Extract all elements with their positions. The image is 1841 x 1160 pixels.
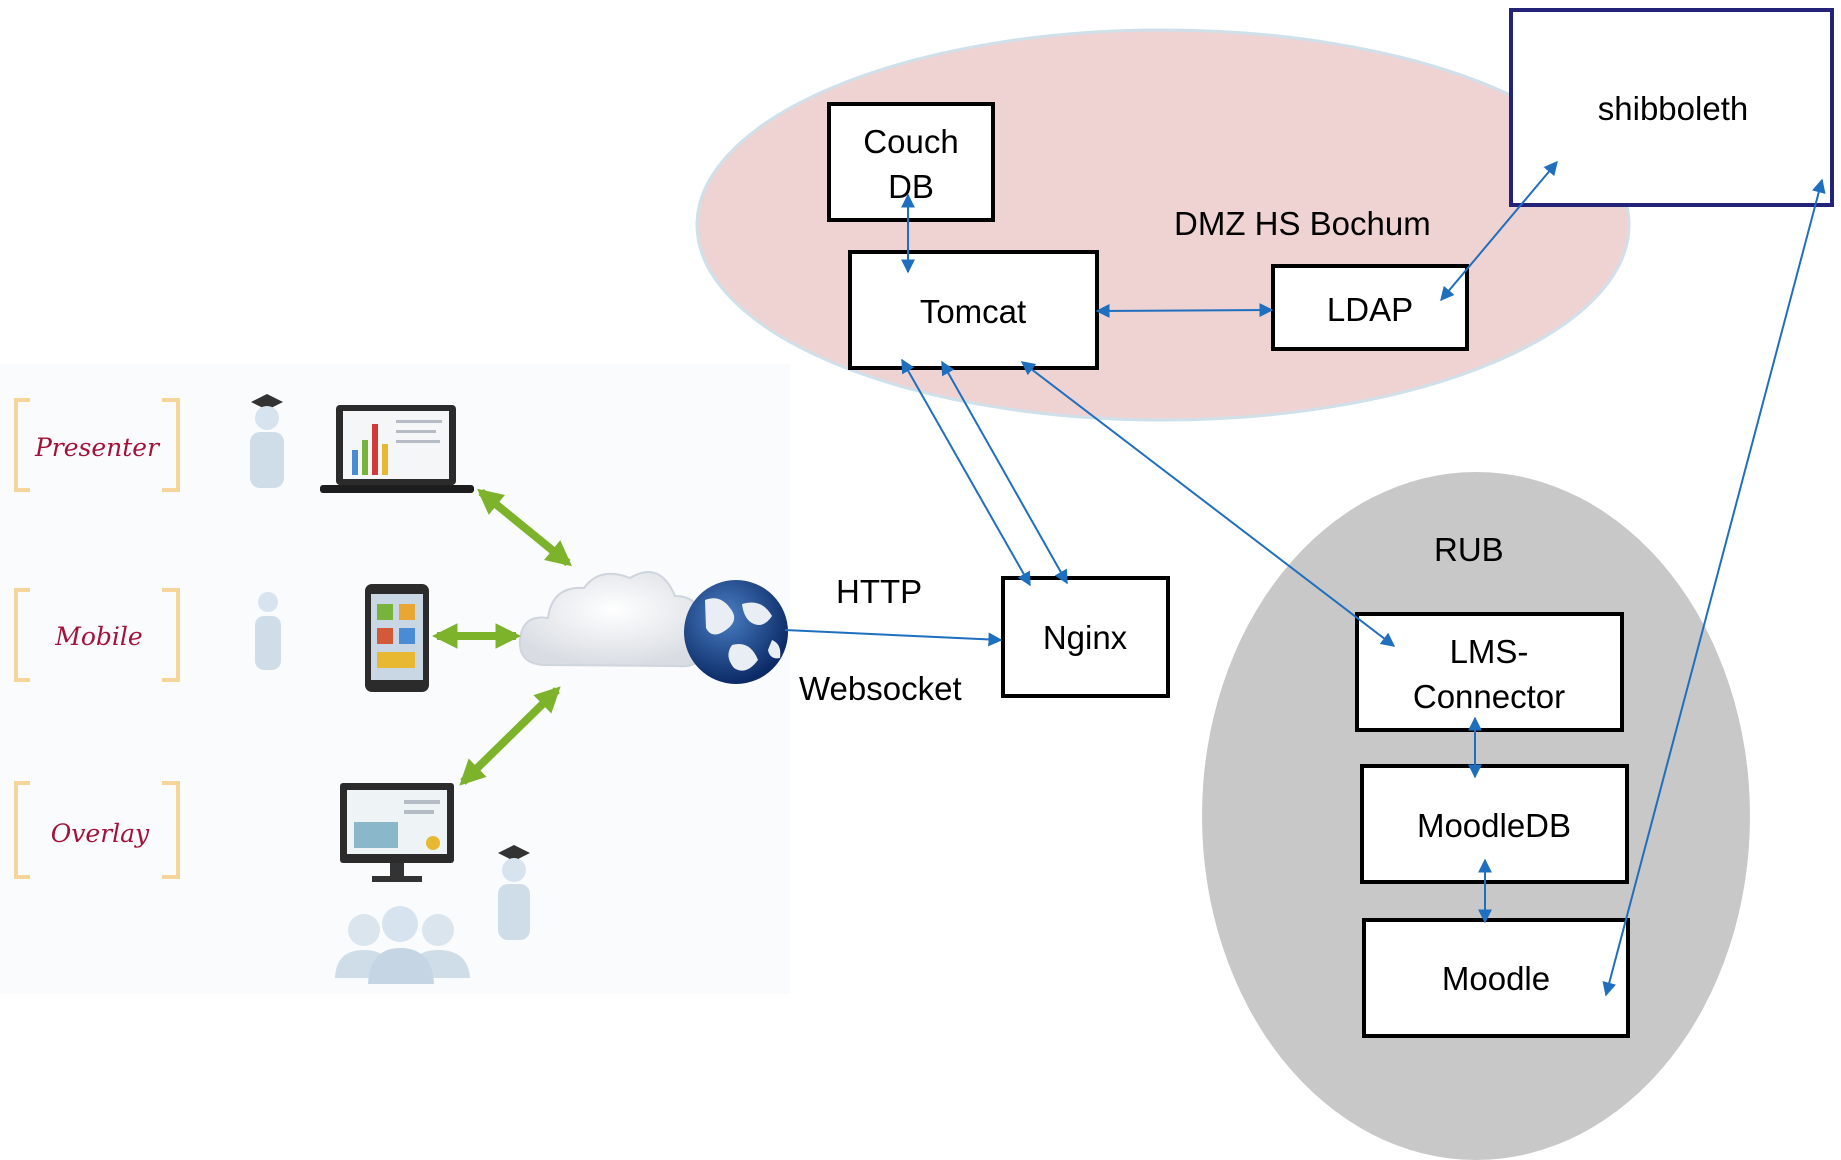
laptop-icon (320, 405, 474, 493)
globe-icon (684, 580, 788, 684)
moodledb-node: MoodleDB (1360, 764, 1629, 884)
couchdb-node: Couch DB (827, 102, 995, 222)
moodle-node: Moodle (1362, 918, 1630, 1038)
couchdb-label-line2: DB (888, 168, 934, 205)
ldap-label: LDAP (1327, 291, 1413, 328)
dmz-zone-label: DMZ HS Bochum (1174, 205, 1431, 242)
mobile-label: Mobile (54, 622, 142, 651)
overlay-bracket (14, 781, 180, 879)
moodle-shibboleth-connector (1602, 178, 1826, 997)
monitor-icon (340, 783, 454, 882)
tomcat-ldap-connector (1095, 303, 1274, 318)
nginx-node: Nginx (1001, 576, 1170, 698)
ldap-node: LDAP (1271, 264, 1469, 351)
nginx-label: Nginx (1043, 619, 1128, 656)
overlay-label: Overlay (51, 819, 150, 848)
tomcat-node: Tomcat (848, 250, 1099, 370)
client-panel: Presenter Mobile (0, 364, 790, 994)
globe-nginx-connector (784, 629, 1003, 647)
overlay-cloud-arrow (459, 686, 561, 786)
websocket-label: Websocket (799, 670, 962, 707)
presenter-cloud-arrow (477, 488, 572, 567)
presenter-label: Presenter (34, 433, 161, 462)
tomcat-lms-connector (1020, 361, 1396, 647)
http-label: HTTP (836, 573, 922, 610)
rub-zone-label: RUB (1434, 531, 1504, 568)
moodledb-label: MoodleDB (1417, 807, 1571, 844)
shibboleth-label: shibboleth (1598, 90, 1748, 127)
tomcat-label: Tomcat (920, 293, 1026, 330)
lms-connector-label-line1: LMS- (1450, 633, 1529, 670)
ldap-shibboleth-connector (1440, 160, 1558, 302)
tablet-icon (365, 584, 429, 692)
mobile-person-icon (255, 592, 281, 670)
mobile-bracket (14, 588, 180, 682)
lms-connector-label-line2: Connector (1413, 678, 1565, 715)
shibboleth-node: shibboleth (1509, 8, 1834, 207)
dmz-zone (695, 28, 1631, 422)
couchdb-label-line1: Couch (863, 123, 958, 160)
presenter-person-icon (250, 394, 284, 488)
presenter-bracket (14, 398, 180, 492)
overlay-person-icon (498, 845, 530, 940)
connectors (784, 160, 1826, 997)
moodle-label: Moodle (1442, 960, 1550, 997)
lms-connector-node: LMS- Connector (1355, 612, 1624, 732)
audience-icon (335, 906, 470, 984)
